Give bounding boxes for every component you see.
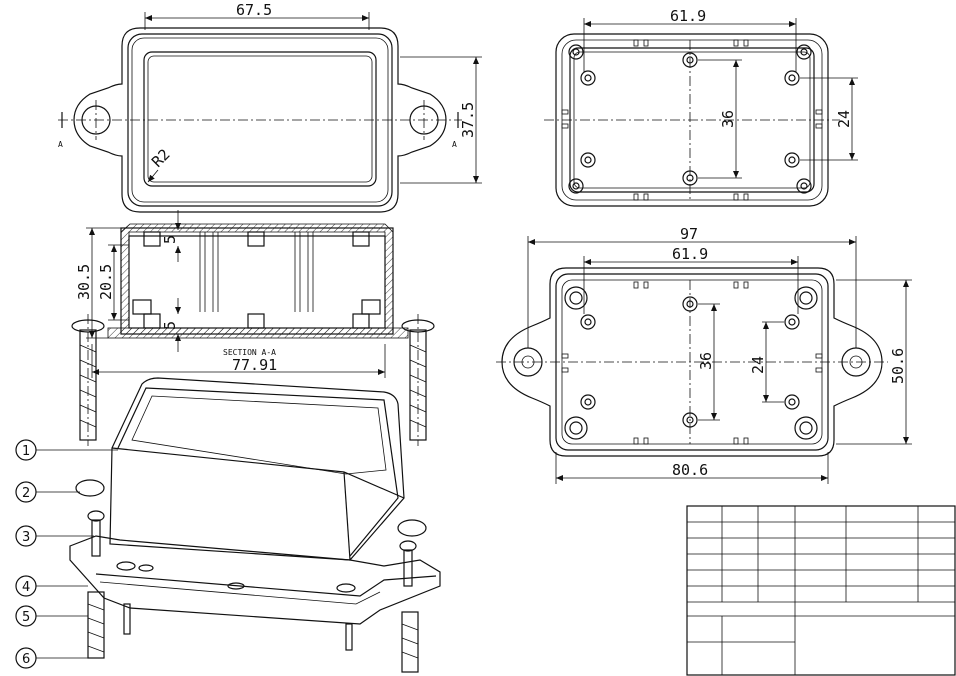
dim-wall-bottom: 5 — [161, 321, 179, 330]
dim-bottom-spacing2: 24 — [749, 356, 767, 374]
dim-bottom-height: 50.6 — [889, 348, 907, 384]
section-mark-left: A — [58, 140, 63, 149]
top-right-view: 61.9 36 24 — [544, 7, 858, 207]
section-label: SECTION A-A — [223, 348, 276, 357]
dim-bottom-spacing: 36 — [697, 352, 715, 370]
dim-tr-spacing2: 24 — [835, 110, 853, 128]
dim-radius: R2 — [148, 145, 174, 171]
dim-top-height: 37.5 — [459, 102, 477, 138]
top-view: A A 67.5 37.5 R2 — [58, 1, 482, 213]
bottom-view: 97 61.9 36 24 80.6 50.6 — [496, 225, 912, 484]
anchor-left — [71, 314, 105, 446]
callouts: 1 2 3 4 5 6 — [15, 439, 118, 669]
dim-bottom-body: 80.6 — [672, 461, 708, 479]
dim-tr-spacing: 36 — [719, 110, 737, 128]
dim-wall-top: 5 — [161, 235, 179, 244]
anchor-right — [401, 314, 435, 446]
title-block — [686, 505, 956, 676]
dim-bottom-overall: 97 — [680, 225, 698, 243]
callout-3: 3 — [22, 530, 30, 545]
dim-tr-width: 61.9 — [670, 7, 706, 25]
callout-5: 5 — [22, 610, 30, 625]
dim-top-width: 67.5 — [236, 1, 272, 19]
dim-bottom-holes: 61.9 — [672, 245, 708, 263]
section-mark-right: A — [452, 140, 457, 149]
dim-section-width: 77.91 — [232, 356, 277, 374]
callout-4: 4 — [22, 580, 30, 595]
section-view: 30.5 20.5 5 5 SECTION A-A 77.91 — [75, 210, 409, 378]
callout-2: 2 — [22, 486, 30, 501]
callout-6: 6 — [22, 652, 30, 667]
isometric-view — [69, 377, 441, 673]
dim-inner-height: 20.5 — [97, 264, 115, 300]
dim-total-height: 30.5 — [75, 264, 93, 300]
callout-1: 1 — [22, 444, 30, 459]
